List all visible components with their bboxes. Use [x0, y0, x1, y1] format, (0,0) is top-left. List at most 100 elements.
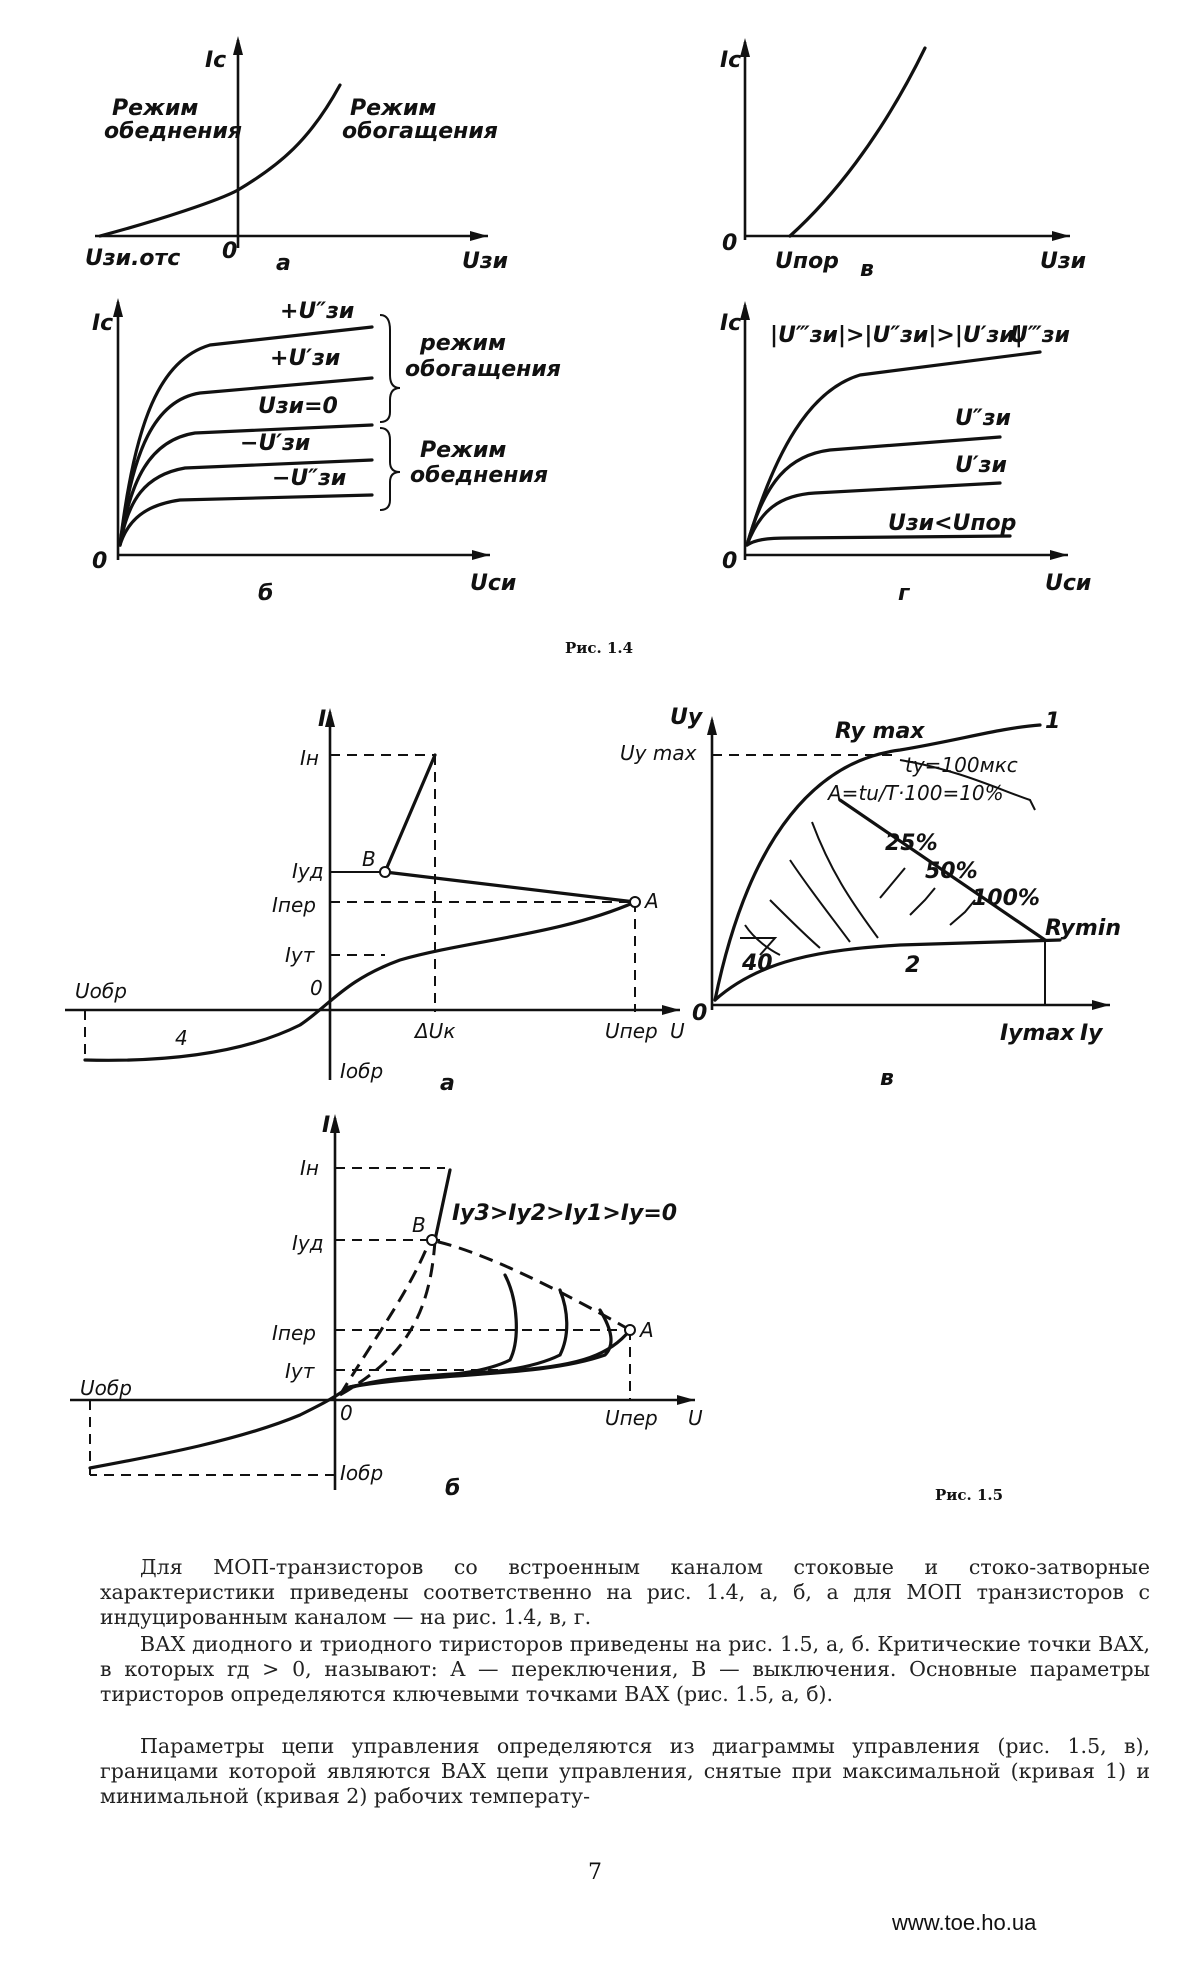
fig15a-U: U — [670, 1019, 685, 1043]
fig14a-origin: 0 — [222, 239, 237, 264]
fig14a-x-left: Uзи.отс — [85, 246, 180, 271]
fig14b-curve-label-5: −U″зи — [272, 466, 346, 491]
fig15v-p40: 40 — [741, 951, 773, 976]
fig14b-curve-label-2: +U′зи — [270, 346, 340, 371]
fig15b-A: A — [638, 1318, 654, 1342]
fig14b-curve-5 — [118, 493, 374, 547]
fig15v-Uymax: Uy max — [620, 741, 697, 765]
fig15b-curve-switch — [429, 1238, 631, 1332]
fig15a-Iud: Iуд — [292, 859, 324, 883]
page-number: 7 — [588, 1860, 602, 1885]
fig14g-curve-label-2: U″зи — [955, 406, 1011, 431]
fig14g-curve-3 — [745, 481, 1002, 547]
paragraph-1: Для МОП-транзисторов со встроенным канал… — [100, 1555, 1150, 1629]
fig14g-curve-label-3: U′зи — [955, 453, 1007, 478]
fig15b-y-label: I — [322, 1113, 330, 1138]
fig15a-y-label: I — [318, 707, 326, 732]
fig14g-inequality: |U‴зи|>|U″зи|>|U′зи| — [770, 323, 1023, 348]
fig15a-origin: 0 — [310, 976, 323, 1000]
fig15v-ty: tу=100мкс — [905, 753, 1018, 777]
fig15a-panel: а — [440, 1071, 455, 1096]
fig15v-p25: 25% — [885, 831, 938, 856]
fig15v-curve-2 — [713, 938, 1062, 1002]
fig14b-curve-2 — [118, 376, 374, 547]
fig14b-curve-label-3: Uзи=0 — [258, 394, 338, 419]
fig15-caption: Рис. 1.5 — [935, 1486, 1003, 1504]
fig14v-y-label: Ic — [720, 48, 741, 73]
fig14b-group-enh-1: режим — [419, 331, 506, 356]
paragraph-3: Параметры цепи управления определяются и… — [100, 1734, 1150, 1808]
fig14g-curve-2 — [745, 435, 1002, 547]
fig15v-p100: 100% — [972, 886, 1040, 911]
fig15a-Uper: Uпер — [605, 1019, 658, 1043]
fig14b-group-depl-1: Режим — [420, 438, 506, 463]
fig15v-Iy: Iy — [1080, 1021, 1104, 1046]
fig15v-origin: 0 — [692, 1001, 707, 1026]
fig15v-panel: в — [880, 1066, 894, 1091]
fig14a-y-label: Ic — [205, 48, 226, 73]
fig15v: Uу Uy max Ry max 1 tу=100мкс A=tu/T·100=… — [620, 705, 1121, 1091]
fig14v-x-label: Uзи — [1040, 249, 1086, 274]
fig14a-mode-depl-1: Режим — [112, 96, 198, 121]
fig15v-Rymax: Ry max — [835, 719, 925, 744]
fig15a-Iobr: Iобр — [340, 1059, 383, 1083]
fig14b-panel: б — [258, 581, 273, 606]
fig15a-dUk: ΔUк — [413, 1019, 455, 1043]
fig15b-Iper: Iпер — [272, 1321, 316, 1345]
fig15b-origin: 0 — [340, 1401, 353, 1425]
fig15a-Iut: Iут — [285, 943, 316, 967]
fig14g: Ic |U‴зи|>|U″зи|>|U′зи| U‴зи U″зи U′зи U… — [720, 301, 1091, 606]
fig14b-group-enh-2: обогащения — [405, 357, 561, 382]
fig15b-point-b — [426, 1234, 438, 1246]
fig15b-Uobr: Uобр — [80, 1376, 132, 1400]
fig14g-origin: 0 — [722, 549, 737, 574]
fig14a-mode-depl-2: обеднения — [104, 119, 242, 144]
fig14b: Ic 0 +U″зи +U′зи Uзи=0 −U′зи −U″зи режим… — [92, 298, 561, 606]
fig15v-y-label: Uу — [670, 705, 704, 730]
fig15b-point-a — [624, 1324, 636, 1336]
fig14-caption: Рис. 1.4 — [565, 639, 633, 657]
fig15v-A-formula: A=tu/T·100=10% — [826, 781, 1004, 805]
paragraph-2: ВАХ диодного и триодного тиристоров прив… — [100, 1632, 1150, 1706]
fig15a-Iper: Iпер — [272, 893, 316, 917]
fig15a-point-a — [629, 896, 641, 908]
fig15v-curve2: 2 — [905, 953, 920, 978]
fig15a-IH: Iн — [300, 746, 319, 770]
fig15b-Iobr: Iобр — [340, 1461, 383, 1485]
fig14a-x-label: Uзи — [462, 249, 508, 274]
fig14g-curve-label-4: Uзи<Uпор — [888, 511, 1016, 536]
fig14v-panel: в — [860, 257, 874, 282]
fig15a-point-b — [379, 866, 391, 878]
fig14g-panel: г — [898, 581, 911, 606]
fig15a-curve-upper — [382, 753, 637, 904]
fig15a-Uobr: Uобр — [75, 979, 127, 1003]
fig15a-A: A — [643, 889, 659, 913]
fig15v-curve-rmax — [899, 759, 1036, 811]
fig15b-Iud: Iуд — [292, 1231, 324, 1255]
fig15a-curve-main — [83, 900, 637, 1062]
fig14a-mode-enh-2: обогащения — [342, 119, 498, 144]
fig15b-panel: б — [445, 1476, 460, 1501]
site-url: www.toe.ho.ua — [892, 1910, 1037, 1935]
fig14a-curve — [98, 83, 342, 238]
fig14v-curve — [788, 46, 927, 238]
fig14b-brace-depl — [379, 427, 401, 511]
fig14b-curve-label-4: −U′зи — [240, 431, 310, 456]
fig14b-curve-label-1: +U″зи — [280, 299, 354, 324]
fig15v-Iymax: Iymax — [1000, 1021, 1075, 1046]
fig15v-Rymin: Rymin — [1045, 916, 1121, 941]
fig15a-B: B — [362, 847, 376, 871]
fig15b-IH: Iн — [300, 1156, 319, 1180]
fig14v: Ic 0 Uпор в Uзи — [720, 38, 1086, 282]
fig14b-origin: 0 — [92, 549, 107, 574]
fig14a-mode-enh-1: Режим — [350, 96, 436, 121]
fig15v-curve1: 1 — [1045, 709, 1060, 734]
fig14v-threshold: Uпор — [775, 249, 839, 274]
fig15b: I Iн Iуд Iпер Iут Uобр 0 Iобр Uпер U A B… — [70, 1113, 703, 1501]
fig14v-origin: 0 — [722, 231, 737, 256]
fig14b-x-label: Uси — [470, 571, 516, 596]
fig15v-p50: 50% — [925, 859, 978, 884]
fig15b-family: Iy3>Iy2>Iy1>Iy=0 — [452, 1201, 677, 1226]
fig14g-x-label: Uси — [1045, 571, 1091, 596]
fig15b-B: B — [412, 1213, 426, 1237]
